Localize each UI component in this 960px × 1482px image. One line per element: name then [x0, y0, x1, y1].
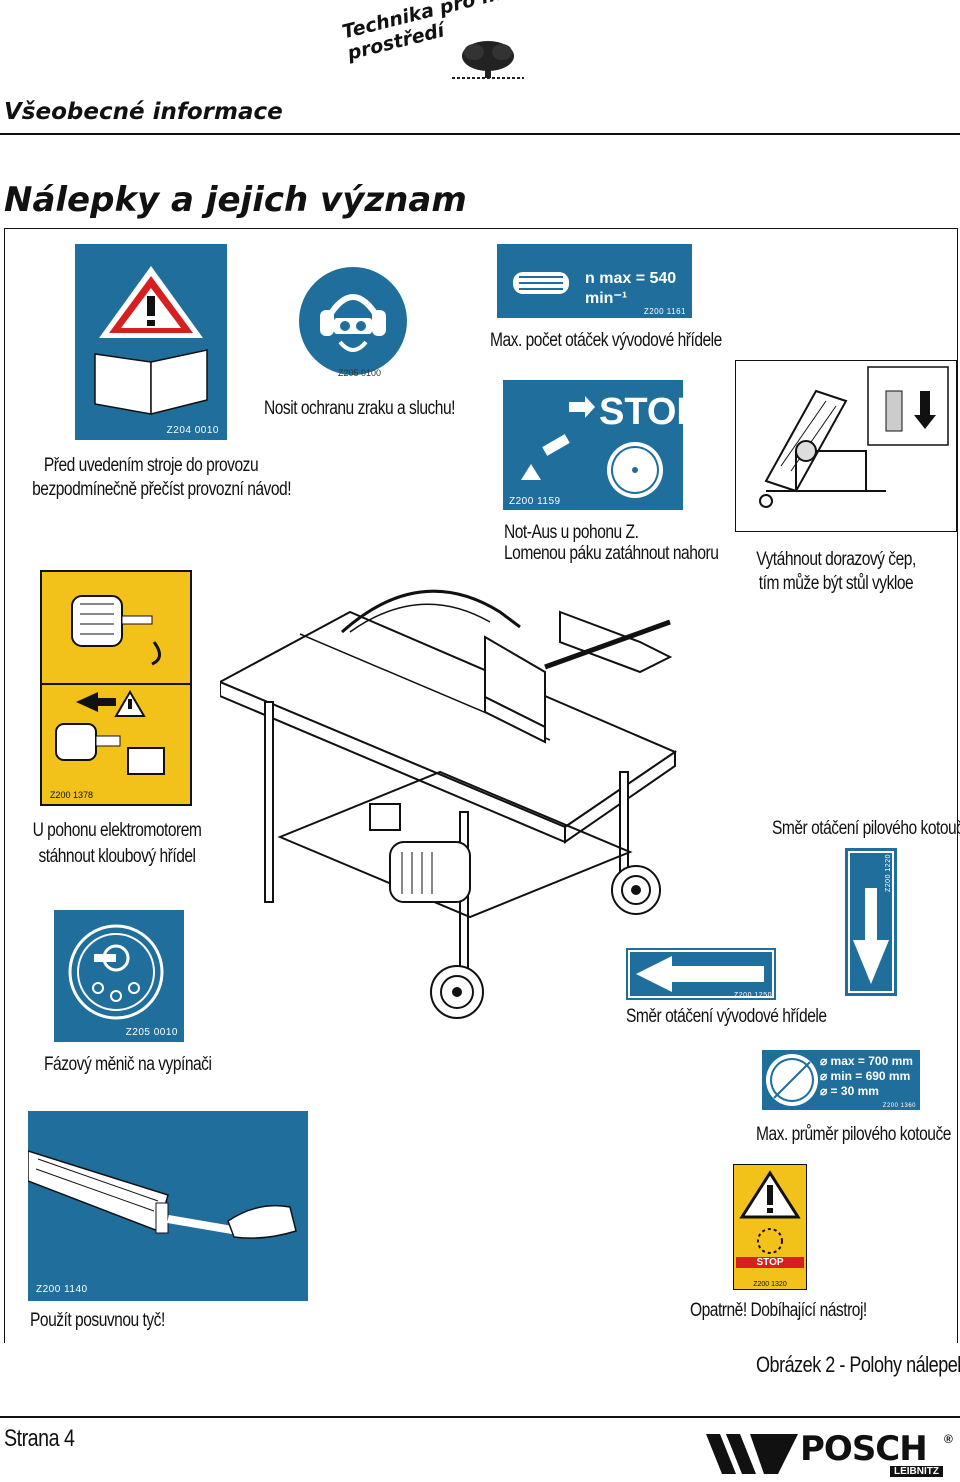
shaft-icon [513, 272, 569, 294]
protection-code: Z205 0100 [338, 368, 381, 378]
stop-label-svg: STOP [599, 391, 683, 433]
stop-caption: Not-Aus u pohonu Z. Lomenou páku zatáhno… [504, 522, 719, 564]
stop-caption-line1: Not-Aus u pohonu Z. [504, 522, 639, 543]
read-manual-caption-line1: Před uvedením stroje do provozu [43, 455, 259, 476]
pto-speed-code: Z200 1161 [643, 307, 686, 316]
tree-logo-icon [452, 41, 524, 79]
blade-diameter-line2: ⌀ min = 690 mm [820, 1069, 911, 1083]
brand-sub: LEIBNITZ [890, 1466, 943, 1477]
footer-page-label: Strana 4 [4, 1425, 75, 1453]
figure-caption-text: Obrázek 2 - Polohy nálepek [756, 1352, 960, 1377]
read-manual-caption-line2: bezpodmínečně přečíst provozní návod! [32, 479, 292, 500]
blade-diameter-line1: ⌀ max = 700 mm [820, 1054, 913, 1068]
blade-diameter-code: Z200 1360 [882, 1103, 916, 1109]
read-manual-caption: Před uvedením stroje do provozu bezpodmí… [32, 454, 292, 502]
stop-caption-line2: Lomenou páku zatáhnout nahoru [504, 543, 719, 564]
pto-speed-caption-text: Max. počet otáček vývodové hřídele [490, 330, 722, 351]
blade-diameter-caption: Max. průměr pilového kotouče [756, 1124, 951, 1146]
phase-code: Z205 0010 [125, 1027, 178, 1038]
page-label-text: Strana 4 [4, 1425, 75, 1452]
push-stick-icon [27, 1149, 297, 1239]
blade-diameter-line3: ⌀ = 30 mm [820, 1084, 879, 1098]
coasting-tool-icon [739, 1170, 801, 1254]
sticker-pin [735, 360, 957, 532]
saw-blade-icon [766, 1054, 818, 1106]
registered-mark-icon: ® [944, 1432, 953, 1446]
brand-logo: POSCH LEIBNITZ [800, 1429, 943, 1477]
arrow-down-icon [848, 851, 894, 993]
electric-caption-line2: stáhnout kloubový hřídel [38, 846, 196, 867]
sticker-stop: STOP Z200 1159 [503, 380, 702, 510]
blade-diameter-caption-text: Max. průměr pilového kotouče [756, 1124, 951, 1145]
blade-direction-code: Z200 1220 [885, 854, 892, 892]
warning-book-icon [85, 252, 217, 424]
phase-caption: Fázový měnič na vypínači [44, 1054, 212, 1076]
shaft-direction-caption-text: Směr otáčení vývodové hřídele [626, 1006, 827, 1027]
sticker-blade-diameter: ⌀ max = 700 mm ⌀ min = 690 mm ⌀ = 30 mm … [762, 1050, 920, 1110]
blade-direction-caption: Směr otáčení pilového kotouče [772, 818, 960, 840]
pin-caption: Vytáhnout dorazový čep, tím může být stů… [754, 548, 918, 596]
figure-frame [4, 228, 958, 1343]
coasting-caption: Opatrně! Dobíhající nástroj! [690, 1300, 867, 1322]
electric-caption: U pohonu elektromotorem stáhnout kloubov… [26, 818, 208, 870]
sticker-shaft-direction: Z200 1250 [626, 948, 776, 1000]
sticker-push-stick: Z200 1140 [27, 1111, 308, 1301]
sticker-blade-direction: Z200 1220 [845, 848, 897, 996]
protection-caption: Nosit ochranu zraku a sluchu! [264, 398, 455, 420]
pto-speed-text: n max = 540 min⁻¹ [585, 270, 677, 307]
electric-code: Z200 1378 [50, 790, 94, 800]
posch-wings-logo-icon [706, 1434, 798, 1474]
push-stick-code: Z200 1140 [36, 1284, 88, 1295]
shaft-direction-code: Z200 1250 [734, 992, 772, 999]
page-heading: Nálepky a jejich význam [4, 180, 467, 220]
table-pin-icon [759, 366, 949, 508]
sticker-phase: Z205 0010 [54, 910, 184, 1042]
header-rule [0, 133, 960, 135]
sticker-pto-speed: n max = 540 min⁻¹ Z200 1161 [497, 244, 692, 318]
stop-code: Z200 1159 [509, 496, 561, 507]
phase-caption-text: Fázový měnič na vypínači [44, 1054, 212, 1075]
sticker-electric: Z200 1378 [40, 570, 192, 806]
section-title: Všeobecné informace [4, 99, 283, 125]
read-manual-code: Z204 0010 [166, 425, 219, 436]
push-stick-caption-text: Použít posuvnou tyč! [30, 1310, 165, 1331]
sticker-coasting: STOP Z200 1320 [733, 1164, 807, 1290]
phase-switch-icon [68, 924, 164, 1020]
pin-caption-line2: tím může být stůl vykloe [758, 573, 914, 594]
electric-caption-line1: U pohonu elektromotorem [32, 820, 202, 841]
footer-rule [0, 1416, 960, 1418]
coasting-code: Z200 1320 [753, 1281, 787, 1288]
push-stick-caption: Použít posuvnou tyč! [30, 1310, 165, 1332]
sticker-read-manual: Z204 0010 [75, 244, 227, 440]
protection-code-text: Z205 0100 [338, 368, 382, 378]
ear-eye-protection-icon [299, 267, 407, 375]
pto-speed-caption: Max. počet otáček vývodové hřídele [490, 330, 722, 352]
saw-bench-drawing [220, 589, 678, 1019]
figure-caption: Obrázek 2 - Polohy nálepek [756, 1352, 960, 1378]
arrow-left-icon [628, 950, 774, 998]
section-title-text: Všeobecné informace [4, 99, 283, 125]
stop-lever-icon: STOP [521, 391, 702, 498]
shaft-direction-caption: Směr otáčení vývodové hřídele [626, 1006, 827, 1028]
motor-shaft-icon [42, 595, 190, 775]
page-heading-text: Nálepky a jejich význam [4, 180, 467, 220]
coasting-stop-label: STOP [736, 1257, 804, 1268]
blade-direction-caption-text: Směr otáčení pilového kotouče [772, 818, 960, 839]
brand-name: POSCH [800, 1429, 928, 1469]
protection-caption-text: Nosit ochranu zraku a sluchu! [264, 398, 455, 419]
coasting-caption-text: Opatrně! Dobíhající nástroj! [690, 1300, 867, 1321]
pin-caption-line1: Vytáhnout dorazový čep, [756, 549, 916, 570]
